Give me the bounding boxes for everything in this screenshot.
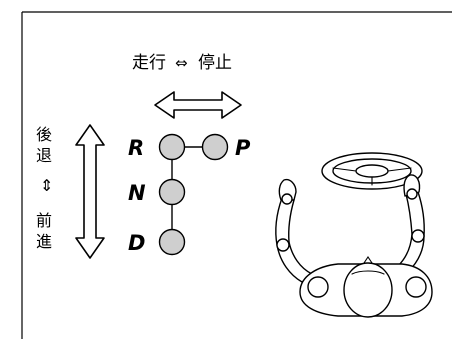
operator-nose	[363, 256, 373, 264]
label-horizontal-arrow: ⇔	[175, 54, 188, 72]
gear-knob-n	[158, 178, 186, 206]
operator-head	[343, 262, 393, 318]
left-shoulder	[307, 276, 329, 298]
gear-knob-d	[158, 228, 186, 256]
label-forward-char-2: 進	[36, 232, 52, 251]
gear-knob-p	[201, 133, 229, 161]
vertical-double-arrow-icon	[75, 124, 105, 259]
label-reverse-char-2: 退	[36, 146, 52, 165]
left-wrist	[281, 193, 293, 205]
left-forearm	[275, 197, 295, 246]
steering-wheel-hub	[355, 164, 389, 178]
steering-wheel-spokes	[332, 167, 412, 186]
seated-operator-with-steering-wheel-icon	[275, 152, 433, 318]
label-vertical-arrow: ⇕	[40, 176, 53, 195]
gear-label-r: R	[128, 136, 144, 160]
operator-hairline	[351, 270, 385, 275]
label-stop: 停止	[198, 53, 232, 73]
label-drive: 走行	[132, 53, 166, 73]
horizontal-double-arrow-icon	[154, 91, 242, 119]
right-elbow	[411, 229, 425, 243]
label-forward-char-1: 前	[36, 211, 52, 230]
gear-label-d: D	[128, 231, 145, 255]
right-shoulder	[405, 276, 427, 298]
gear-label-n: N	[128, 181, 146, 205]
label-reverse-char-1: 後	[36, 125, 52, 144]
left-elbow	[276, 238, 290, 252]
right-wrist	[406, 188, 418, 200]
gear-knob-r	[158, 133, 186, 161]
gear-label-p: P	[235, 136, 251, 160]
